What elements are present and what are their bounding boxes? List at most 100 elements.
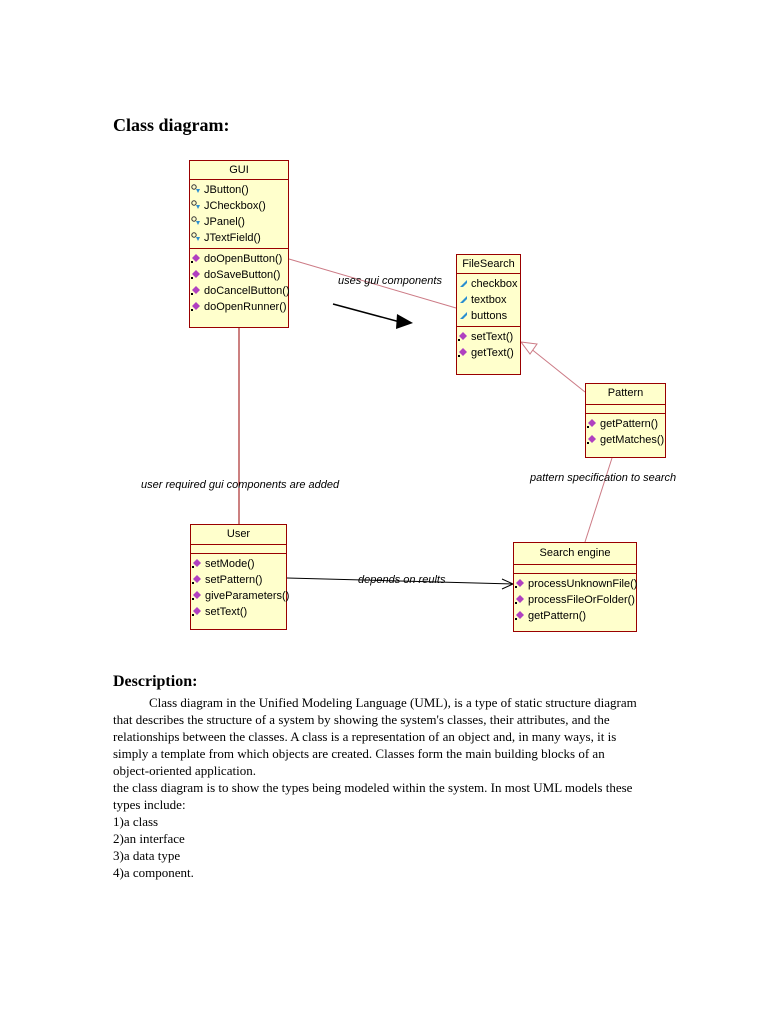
attribute-row: checkbox	[457, 276, 520, 292]
operation-row: doOpenButton()	[190, 251, 288, 267]
attribute-label: checkbox	[471, 278, 518, 290]
class-gui-name: GUI	[190, 161, 288, 180]
attribute-label: buttons	[471, 310, 508, 322]
class-gui-operations: doOpenButton() doSaveButton() doCancelBu…	[190, 249, 290, 317]
operation-icon	[192, 286, 200, 294]
attribute-row: JPanel()	[190, 214, 288, 230]
operation-label: setPattern()	[205, 574, 263, 586]
class-filesearch-name: FileSearch	[457, 255, 520, 274]
operation-row: processUnknownFile()	[514, 576, 638, 592]
operation-row: setText()	[191, 604, 286, 620]
operation-label: setText()	[471, 331, 514, 343]
operation-row: doSaveButton()	[190, 267, 288, 283]
operation-icon	[588, 435, 596, 443]
attribute-label: JTextField()	[204, 232, 261, 244]
description-text: Class diagram in the Unified Modeling La…	[113, 694, 643, 881]
operation-label: processUnknownFile()	[528, 578, 638, 590]
operation-row: setText()	[457, 329, 520, 345]
operation-icon	[193, 591, 201, 599]
operation-row: setMode()	[191, 556, 286, 572]
operation-icon	[193, 575, 201, 583]
class-search-engine: Search engine processUnknownFile() proce…	[513, 542, 637, 632]
class-pattern-operations: getPattern() getMatches()	[586, 414, 665, 450]
edge-label-pattern-spec: pattern specification to search	[530, 472, 677, 484]
user-search-line	[286, 577, 513, 585]
operation-row: getMatches()	[586, 432, 665, 448]
operation-label: getPattern()	[528, 610, 587, 622]
operation-label: doSaveButton()	[204, 269, 281, 281]
class-pattern: Pattern getPattern() getMatches()	[585, 383, 666, 458]
attribute-row: JButton()	[190, 182, 288, 198]
operation-icon	[459, 332, 467, 340]
attribute-icon	[460, 296, 467, 303]
attribute-label: JButton()	[204, 184, 249, 196]
attribute-row: textbox	[457, 292, 520, 308]
list-item: 3)a data type	[113, 848, 181, 863]
operation-icon	[588, 419, 596, 427]
pattern-search-line	[584, 457, 613, 543]
attribute-label: textbox	[471, 294, 507, 306]
direction-arrow-line	[332, 303, 401, 323]
list-item: 2)an interface	[113, 831, 185, 846]
generalization-head	[519, 341, 538, 355]
operation-row: setPattern()	[191, 572, 286, 588]
class-user-operations: setMode() setPattern() giveParameters() …	[191, 554, 290, 622]
operation-icon	[192, 302, 200, 310]
class-filesearch-operations: setText() getText()	[457, 327, 520, 363]
attribute-icon	[460, 312, 467, 319]
operation-label: doOpenButton()	[204, 253, 283, 265]
operation-label: setText()	[205, 606, 248, 618]
class-user-name: User	[191, 525, 286, 545]
page-title: Class diagram:	[113, 115, 230, 135]
attribute-key-icon	[191, 200, 200, 209]
direction-arrow-head	[396, 314, 413, 329]
operation-row: giveParameters()	[191, 588, 290, 604]
operation-label: giveParameters()	[205, 590, 290, 602]
attribute-row: buttons	[457, 308, 520, 324]
class-search-engine-operations: processUnknownFile() processFileOrFolder…	[514, 574, 638, 626]
class-user: User setMode() setPattern() giveParamete…	[190, 524, 290, 630]
operation-icon	[193, 559, 201, 567]
operation-icon	[192, 254, 200, 262]
class-search-engine-name: Search engine	[514, 543, 636, 565]
operation-icon	[192, 270, 200, 278]
operation-row: getPattern()	[514, 608, 636, 624]
operation-icon	[193, 607, 201, 615]
attribute-label: JPanel()	[204, 216, 245, 228]
operation-label: doOpenRunner()	[204, 301, 287, 313]
operation-row: doOpenRunner()	[190, 299, 288, 315]
class-user-attributes	[191, 545, 286, 554]
attribute-label: JCheckbox()	[204, 200, 266, 212]
description-line: the class diagram is to show the types b…	[113, 780, 633, 812]
operation-label: setMode()	[205, 558, 255, 570]
list-item: 4)a component.	[113, 865, 194, 880]
operation-label: getMatches()	[600, 434, 665, 446]
operation-label: getText()	[471, 347, 514, 359]
class-filesearch-attributes: checkbox textbox buttons	[457, 274, 520, 327]
attribute-key-icon	[191, 184, 200, 193]
operation-row: getPattern()	[586, 416, 665, 432]
class-gui: GUI JButton() JCheckbox() JPanel() JText…	[189, 160, 290, 328]
attribute-key-icon	[191, 216, 200, 225]
operation-label: doCancelButton()	[204, 285, 290, 297]
class-search-engine-attributes	[514, 565, 636, 574]
edge-label-depends: depends on reults	[358, 574, 446, 586]
gui-filesearch-line	[288, 258, 457, 309]
class-gui-attributes: JButton() JCheckbox() JPanel() JTextFiel…	[190, 180, 288, 249]
class-pattern-attributes	[586, 405, 665, 414]
attribute-row: JCheckbox()	[190, 198, 288, 214]
operation-label: processFileOrFolder()	[528, 594, 635, 606]
operation-label: getPattern()	[600, 418, 659, 430]
operation-icon	[516, 579, 524, 587]
operation-row: getText()	[457, 345, 520, 361]
edge-label-uses-gui: uses gui components	[338, 275, 442, 287]
attribute-icon	[460, 280, 467, 287]
pattern-filesearch-line	[529, 347, 586, 393]
attribute-row: JTextField()	[190, 230, 288, 246]
operation-row: doCancelButton()	[190, 283, 290, 299]
attribute-key-icon	[191, 232, 200, 241]
list-item: 1)a class	[113, 814, 159, 829]
operation-icon	[459, 348, 467, 356]
class-filesearch: FileSearch checkbox textbox buttons setT…	[456, 254, 521, 375]
operation-row: processFileOrFolder()	[514, 592, 636, 608]
